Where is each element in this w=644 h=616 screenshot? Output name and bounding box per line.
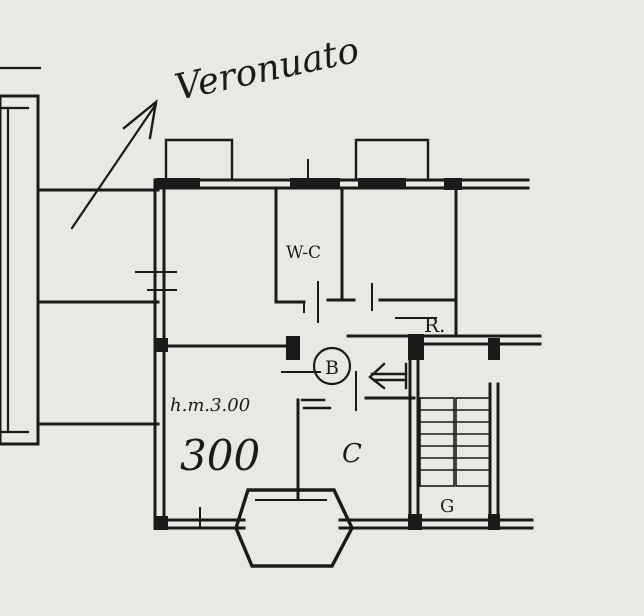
- g-label: G: [440, 496, 454, 517]
- b-circle-marker: [312, 346, 352, 386]
- r-label: R.: [424, 313, 445, 337]
- arrow-up-right-icon: [70, 99, 158, 230]
- c-label: C: [342, 439, 362, 469]
- arrow-left-icon: [368, 362, 408, 390]
- wc-label: W-C: [286, 243, 321, 263]
- veranda-note: Veronuato: [171, 30, 362, 109]
- height-note: h.m.3.00: [170, 395, 250, 416]
- staircase-icon: [419, 397, 491, 487]
- b-label: B: [325, 357, 339, 379]
- left-building-outline: [0, 66, 160, 446]
- apartment-walls: [135, 138, 542, 568]
- height-value: 300: [180, 431, 260, 480]
